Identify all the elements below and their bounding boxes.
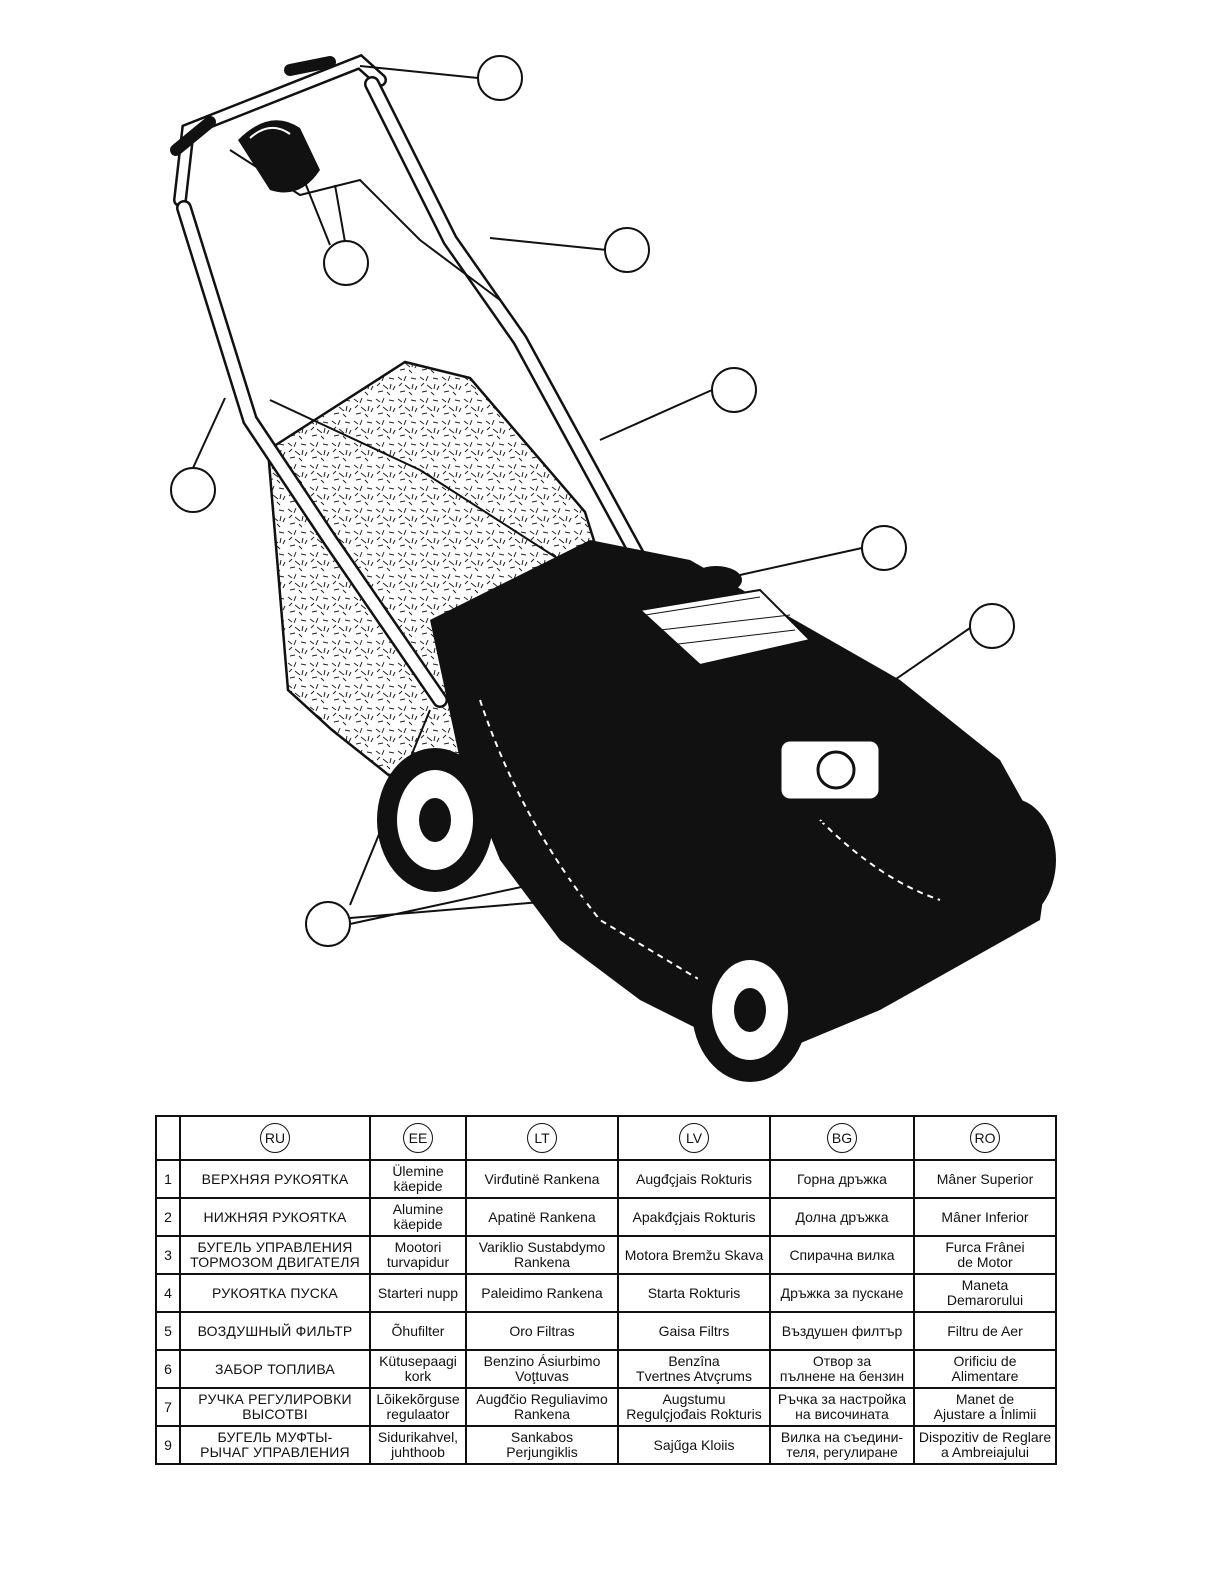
part-number: 7 xyxy=(155,1387,181,1427)
table-row: 4 РУКОЯТКА ПУСКА Starteri nupp Paleidimo… xyxy=(155,1273,1057,1313)
part-name-ee: Ülemine käepide xyxy=(369,1159,467,1199)
part-name-lt: Apatinë Rankena xyxy=(465,1197,619,1237)
callout-circle xyxy=(477,55,523,101)
part-name-ro: Maneta Demarorului xyxy=(913,1273,1057,1313)
callout-leaders xyxy=(192,65,971,925)
part-name-ro: Filtru de Aer xyxy=(913,1311,1057,1351)
part-name-lv: Gaisa Filtrs xyxy=(617,1311,771,1351)
control-box xyxy=(238,120,320,193)
part-number: 6 xyxy=(155,1349,181,1389)
part-name-lv: Apakđçjais Rokturis xyxy=(617,1197,771,1237)
part-name-lt: Sankabos Perjungiklis xyxy=(465,1425,619,1465)
part-name-ru: ЗАБОР ТОПЛИВА xyxy=(179,1349,371,1389)
table-row: 2 НИЖНЯЯ РУКОЯТКА Alumine käepide Apatin… xyxy=(155,1197,1057,1237)
callout-circle xyxy=(305,901,351,947)
callout-circle xyxy=(170,467,216,513)
part-name-bg: Дръжка за пускане xyxy=(769,1273,915,1313)
part-name-bg: Долна дръжка xyxy=(769,1197,915,1237)
callout-circles xyxy=(170,55,1015,947)
part-name-bg: Отвор за пълнене на бензин xyxy=(769,1349,915,1389)
part-name-lv: Augstumu Regulçjođais Rokturis xyxy=(617,1387,771,1427)
part-name-ru: НИЖНЯЯ РУКОЯТКА xyxy=(179,1197,371,1237)
lawn-mower-diagram xyxy=(170,53,1056,1082)
part-name-ee: Mootori turvapidur xyxy=(369,1235,467,1275)
part-name-lv: Benzîna Tvertnes Atvçrums xyxy=(617,1349,771,1389)
language-badge-lv: LV xyxy=(679,1123,709,1153)
part-name-lt: Oro Filtras xyxy=(465,1311,619,1351)
part-name-bg: Горна дръжка xyxy=(769,1159,915,1199)
part-name-ru: ВОЗДУШНЫЙ ФИЛЬТР xyxy=(179,1311,371,1351)
table-row: 7 РУЧКА РЕГУЛИРОВКИ ВЫСОТВI Lõikekõrguse… xyxy=(155,1387,1057,1427)
part-name-ro: Mâner Superior xyxy=(913,1159,1057,1199)
callout-circle xyxy=(711,367,757,413)
part-name-bg: Вилка на съедини- теля, регулиране xyxy=(769,1425,915,1465)
part-name-ee: Kütusepaagi kork xyxy=(369,1349,467,1389)
table-row: 9 БУГЕЛЬ МУФТЫ- РЫЧАГ УПРАВЛЕНИЯ Sidurik… xyxy=(155,1425,1057,1465)
part-name-lv: Augđçjais Rokturis xyxy=(617,1159,771,1199)
part-name-ru: БУГЕЛЬ МУФТЫ- РЫЧАГ УПРАВЛЕНИЯ xyxy=(179,1425,371,1465)
part-name-bg: Въздушен филтър xyxy=(769,1311,915,1351)
part-name-ru: ВЕРХНЯЯ РУКОЯТКА xyxy=(179,1159,371,1199)
part-name-lt: Paleidimo Rankena xyxy=(465,1273,619,1313)
part-name-bg: Ръчка за настройка на височината xyxy=(769,1387,915,1427)
table-row: 1 ВЕРХНЯЯ РУКОЯТКА Ülemine käepide Virđu… xyxy=(155,1159,1057,1199)
table-row: 6 ЗАБОР ТОПЛИВА Kütusepaagi kork Benzino… xyxy=(155,1349,1057,1389)
part-number: 3 xyxy=(155,1235,181,1275)
table-row: 5 ВОЗДУШНЫЙ ФИЛЬТР Õhufilter Oro Filtras… xyxy=(155,1311,1057,1351)
part-name-ee: Lõikekõrguse regulaator xyxy=(369,1387,467,1427)
language-badge-ee: EE xyxy=(403,1123,433,1153)
language-badge-ru: RU xyxy=(260,1123,290,1153)
part-number: 9 xyxy=(155,1425,181,1465)
language-header-row: RU EE LT LV BG RO xyxy=(155,1115,1057,1161)
part-number: 4 xyxy=(155,1273,181,1313)
part-name-lv: Starta Rokturis xyxy=(617,1273,771,1313)
part-name-ee: Sidurikahvel, juhthoob xyxy=(369,1425,467,1465)
part-name-lt: Variklio Sustabdymo Rankena xyxy=(465,1235,619,1275)
part-name-ro: Furca Frânei de Motor xyxy=(913,1235,1057,1275)
language-badge-bg: BG xyxy=(827,1123,857,1153)
callout-circle xyxy=(861,525,907,571)
part-name-lt: Virđutinë Rankena xyxy=(465,1159,619,1199)
part-name-ee: Õhufilter xyxy=(369,1311,467,1351)
part-name-ru: БУГЕЛЬ УПРАВЛЕНИЯ ТОРМОЗОМ ДВИГАТЕЛЯ xyxy=(179,1235,371,1275)
wheels xyxy=(377,748,1056,1082)
callout-circle xyxy=(969,603,1015,649)
part-name-ru: РУЧКА РЕГУЛИРОВКИ ВЫСОТВI xyxy=(179,1387,371,1427)
part-name-ro: Orificiu de Alimentare xyxy=(913,1349,1057,1389)
header-corner xyxy=(155,1115,181,1161)
part-number: 5 xyxy=(155,1311,181,1351)
callout-circle xyxy=(323,240,369,286)
part-number: 1 xyxy=(155,1159,181,1199)
part-number: 2 xyxy=(155,1197,181,1237)
part-name-ee: Alumine käepide xyxy=(369,1197,467,1237)
language-badge-lt: LT xyxy=(527,1123,557,1153)
part-name-lv: Motora Bremžu Skava xyxy=(617,1235,771,1275)
engine xyxy=(540,566,882,802)
part-name-ro: Manet de Ajustare a Înlimii xyxy=(913,1387,1057,1427)
part-name-bg: Спирачна вилка xyxy=(769,1235,915,1275)
handle-frame xyxy=(170,53,651,708)
part-name-ru: РУКОЯТКА ПУСКА xyxy=(179,1273,371,1313)
part-name-ee: Starteri nupp xyxy=(369,1273,467,1313)
part-name-lv: Sajűga Kloiis xyxy=(617,1425,771,1465)
table-row: 3 БУГЕЛЬ УПРАВЛЕНИЯ ТОРМОЗОМ ДВИГАТЕЛЯ M… xyxy=(155,1235,1057,1275)
part-name-ro: Mâner Inferior xyxy=(913,1197,1057,1237)
part-name-ro: Dispozitiv de Reglare a Ambreiajului xyxy=(913,1425,1057,1465)
parts-table: RU EE LT LV BG RO 1 ВЕРХНЯЯ РУКОЯТКА Üle… xyxy=(155,1115,1057,1465)
callout-circle xyxy=(604,227,650,273)
part-name-lt: Augđčio Reguliavimo Rankena xyxy=(465,1387,619,1427)
part-name-lt: Benzino Ásiurbimo Voţtuvas xyxy=(465,1349,619,1389)
language-badge-ro: RO xyxy=(970,1123,1000,1153)
